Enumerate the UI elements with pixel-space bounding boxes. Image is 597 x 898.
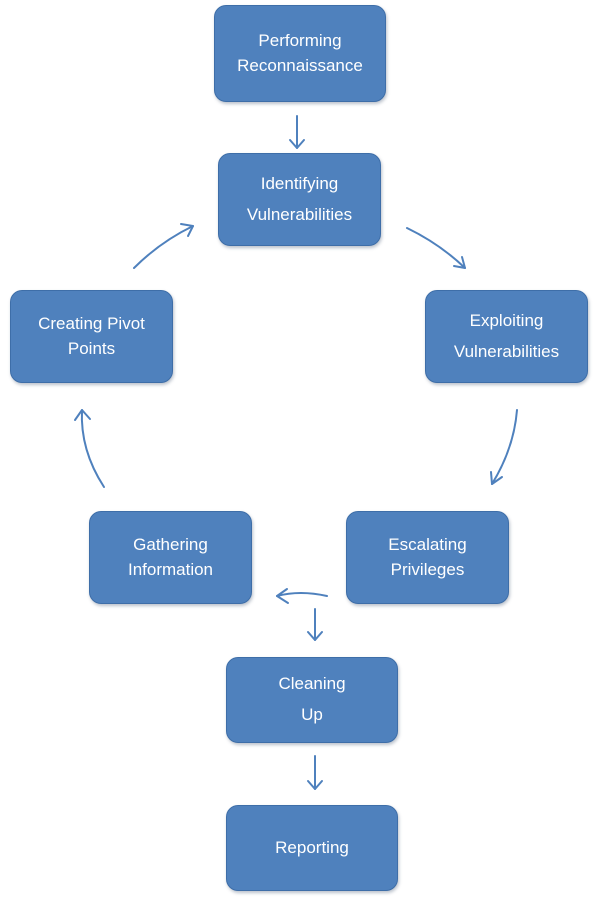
node-cleaning-up: Cleaning Up xyxy=(226,657,398,743)
node-label-line: Exploiting xyxy=(469,310,544,330)
node-label-line: Reporting xyxy=(275,837,349,857)
arrow-pivot-to-identify xyxy=(133,223,194,269)
node-label-line: Reconnaissance xyxy=(237,55,363,75)
node-exploiting-vulnerabilities: Exploiting Vulnerabilities xyxy=(425,290,588,383)
node-creating-pivot-points: Creating Pivot Points xyxy=(10,290,173,383)
node-escalating-privileges: Escalating Privileges xyxy=(346,511,509,604)
node-label-line: Privileges xyxy=(390,559,465,579)
arrow-exploit-to-escalate xyxy=(490,409,518,485)
node-label-line: Gathering xyxy=(133,534,208,554)
node-label-line: Identifying xyxy=(260,173,339,193)
node-label-line: Points xyxy=(67,338,116,358)
node-label-line: Escalating xyxy=(388,534,467,554)
arrow-recon-to-identify xyxy=(289,115,305,149)
node-label-line: Cleaning xyxy=(278,674,346,694)
node-label-line: Information xyxy=(127,559,214,579)
arrow-escalate-to-cleanup xyxy=(307,608,323,641)
node-label-line: Performing xyxy=(258,30,342,50)
node-reporting: Reporting xyxy=(226,805,398,891)
node-label-line: Vulnerabilities xyxy=(246,204,353,224)
node-label-line: Creating Pivot xyxy=(38,313,145,333)
arrow-escalate-to-gather xyxy=(276,588,328,604)
node-gathering-information: Gathering Information xyxy=(89,511,252,604)
node-identifying-vulnerabilities: Identifying Vulnerabilities xyxy=(218,153,381,246)
node-performing-reconnaissance: Performing Reconnaissance xyxy=(214,5,386,102)
node-label-line: Up xyxy=(301,705,323,724)
arrow-cleanup-to-report xyxy=(307,755,323,790)
arrow-gather-to-pivot xyxy=(74,409,105,488)
arrow-identify-to-exploit xyxy=(406,227,466,269)
node-label-line: Vulnerabilities xyxy=(453,341,560,361)
